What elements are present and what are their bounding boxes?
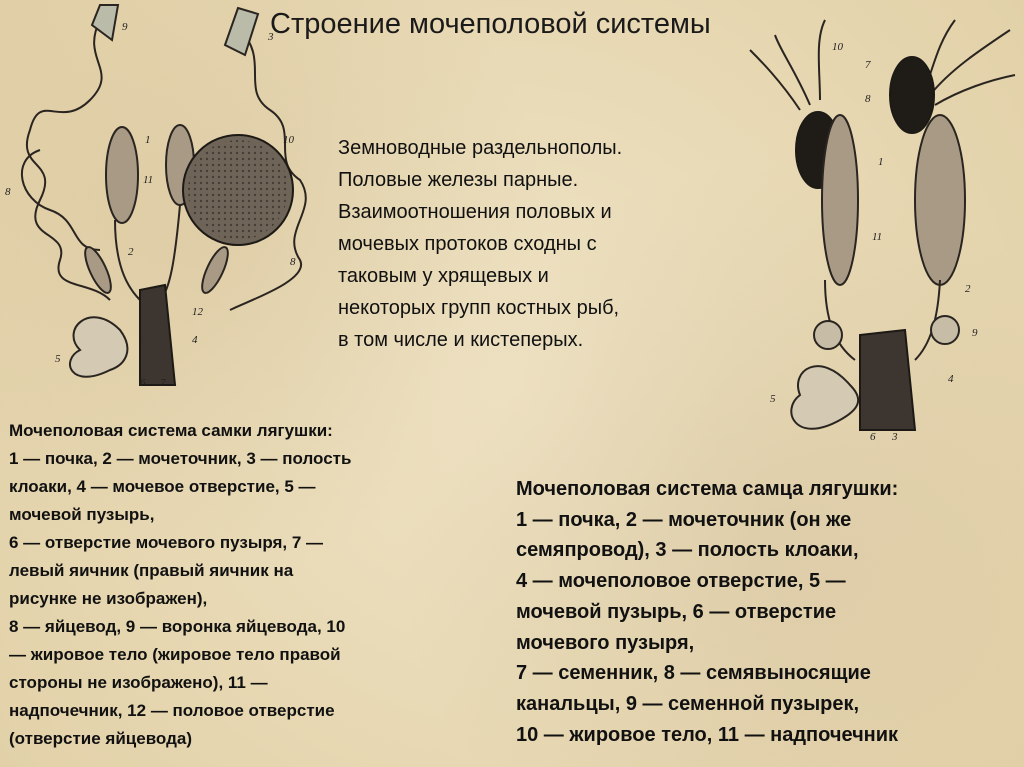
female-label-5: 5	[55, 353, 61, 365]
male-label-3: 3	[891, 431, 898, 443]
intro-line: мочевых протоков сходны с	[338, 233, 597, 255]
male-label-8: 8	[865, 93, 871, 105]
female-caption-line: 8 — яйцевод, 9 — воронка яйцевода, 10	[9, 617, 346, 636]
female-caption-line: стороны не изображено), 11 —	[9, 673, 268, 692]
male-caption-line: 4 — мочеполовое отверстие, 5 —	[516, 570, 846, 593]
male-caption-line: 10 — жировое тело, 11 — надпочечник	[516, 723, 899, 746]
female-label-8-left: 8	[5, 186, 11, 198]
male-caption-line: мочевой пузырь, 6 — отверстие	[516, 600, 837, 623]
male-label-7: 7	[865, 59, 871, 71]
female-caption-line: — жировое тело (жировое тело правой	[9, 645, 341, 664]
male-caption-line: Мочеполовая система самца лягушки:	[516, 478, 899, 500]
female-caption-line: рисунке не изображен),	[9, 589, 208, 608]
female-label-3: 3	[267, 31, 274, 43]
male-label-9: 9	[972, 327, 978, 339]
intro-line: Взаимоотношения половых и	[338, 201, 612, 223]
male-label-2: 2	[965, 283, 971, 295]
male-caption-line: канальцы, 9 — семенной пузырек,	[516, 692, 860, 715]
female-label-10: 10	[283, 134, 295, 146]
male-caption: Мочеполовая система самца лягушки: 1 — п…	[516, 474, 1016, 750]
female-label-12: 12	[192, 306, 204, 318]
intro-text: Земноводные раздельнополы. Половые желез…	[338, 132, 718, 356]
female-caption-line: клоаки, 4 — мочевое отверстие, 5 —	[9, 477, 316, 496]
male-caption-line: 1 — почка, 2 — мочеточник (он же	[516, 508, 852, 531]
female-caption-line: левый яичник (правый яичник на	[9, 561, 294, 580]
female-label-8-right: 8	[290, 256, 296, 268]
male-label-10: 10	[832, 41, 844, 53]
female-label-9: 9	[122, 21, 128, 33]
male-frog-diagram: 10 7 8 1 11 2 9 4 5 6 3	[749, 19, 1016, 443]
intro-line: некоторых групп костных рыб,	[338, 297, 620, 319]
female-frog-diagram: 9 3 1 10 11 8 2 8 12 4 5 6 7	[5, 4, 307, 389]
female-caption-line: Мочеполовая система самки лягушки:	[9, 421, 333, 440]
male-label-6: 6	[870, 431, 876, 443]
female-caption-line: 6 — отверстие мочевого пузыря, 7 —	[9, 533, 324, 552]
female-caption-line: надпочечник, 12 — половое отверстие	[9, 701, 335, 720]
female-label-1: 1	[145, 134, 151, 146]
intro-line: Половые железы парные.	[338, 169, 579, 191]
intro-line: таковым у хрящевых и	[338, 265, 549, 287]
male-label-11: 11	[872, 231, 882, 243]
male-caption-line: мочевого пузыря,	[516, 631, 695, 654]
intro-line: в том числе и кистеперых.	[338, 329, 584, 351]
female-label-4: 4	[192, 334, 198, 346]
male-caption-line: семяпровод), 3 — полость клоаки,	[516, 539, 859, 562]
intro-line: Земноводные раздельнополы.	[338, 137, 623, 159]
female-caption-line: 1 — почка, 2 — мочеточник, 3 — полость	[9, 449, 352, 468]
female-label-2: 2	[128, 246, 134, 258]
female-label-6: 6	[140, 377, 146, 389]
slide-title: Строение мочеполовой системы	[270, 8, 711, 40]
male-label-1: 1	[878, 156, 884, 168]
male-label-5: 5	[770, 393, 776, 405]
female-caption-line: (отверстие яйцевода)	[9, 729, 192, 748]
female-label-7: 7	[160, 377, 166, 389]
female-caption-line: мочевой пузырь,	[9, 505, 155, 524]
female-caption: Мочеполовая система самки лягушки: 1 — п…	[9, 417, 479, 753]
male-label-4: 4	[948, 373, 954, 385]
male-caption-line: 7 — семенник, 8 — семявыносящие	[516, 662, 871, 685]
female-label-11: 11	[143, 174, 153, 186]
